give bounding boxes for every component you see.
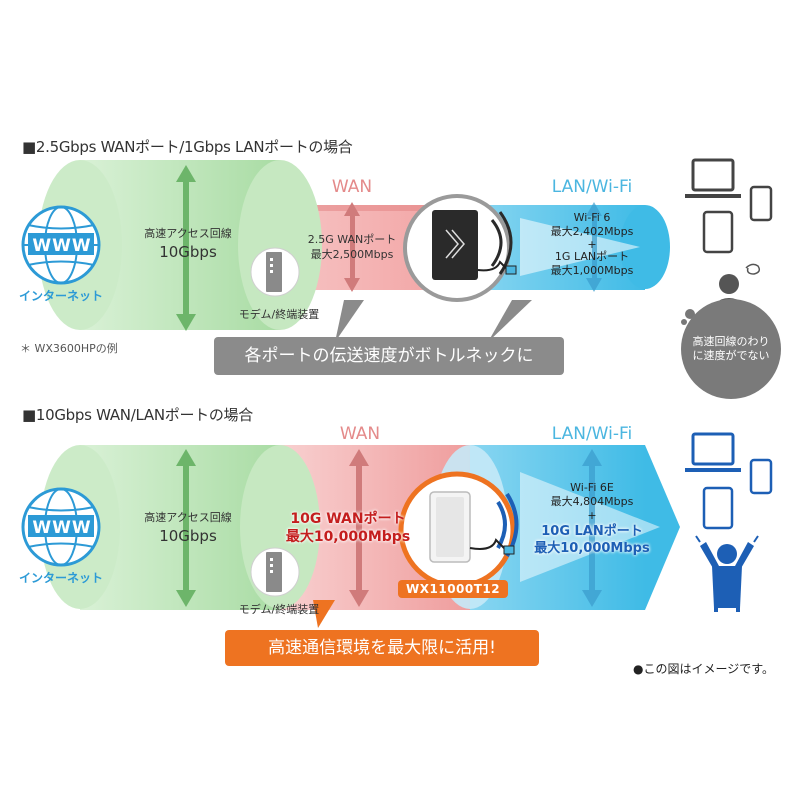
section1-lan-port-label: 1G LANポート <box>554 250 630 263</box>
section1-phone-icon <box>749 185 773 222</box>
section1-green-arrow <box>176 165 196 331</box>
section2-plus: + <box>587 509 597 522</box>
section2-wan-port-label: 10G WANポート <box>290 511 406 527</box>
section2-modem-icon <box>250 547 300 597</box>
section2-lan-port-label: 10G LANポート <box>541 524 643 539</box>
section2-wifi-label: Wi-Fi 6E <box>570 481 614 494</box>
section1-wan-port-speed: 最大2,500Mbps <box>310 248 394 261</box>
section1-footnote: ＊ WX3600HPの例 <box>20 342 118 355</box>
section1-thought-bubble-bg <box>681 299 781 399</box>
section2-lan-port-speed: 最大10,000Mbps <box>534 541 650 556</box>
section1-bottleneck-callout: 各ポートの伝送速度がボトルネックに <box>214 337 564 375</box>
section1-lan-port-speed: 最大1,000Mbps <box>550 264 634 277</box>
section2-wifi-speed: 最大4,804Mbps <box>550 495 634 508</box>
section1-wan-port-label: 2.5G WANポート <box>307 233 397 246</box>
section2-wan-port-speed: 最大10,000Mbps <box>285 529 411 545</box>
section2-wan-header: WAN <box>339 424 381 444</box>
section2-happy-user-icon <box>695 535 759 612</box>
section1-laptop-icon <box>685 158 741 198</box>
section2-title: ■10Gbps WAN/LANポートの場合 <box>22 406 253 424</box>
section1-www-label: WWW <box>32 236 92 256</box>
section2-maximize-callout: 高速通信環境を最大限に活用! <box>225 630 539 666</box>
section1-thought-bubble: 高速回線のわりに速度がでない <box>681 310 781 388</box>
section1-tablet-icon <box>702 210 734 254</box>
section1-wan-header: WAN <box>331 177 373 197</box>
callout-pointer-orange <box>313 600 335 628</box>
section2-modem-label: モデム/終端装置 <box>238 603 320 616</box>
disclaimer-note: ●この図はイメージです。 <box>633 662 775 676</box>
section1-title: ■2.5Gbps WANポート/1Gbps LANポートの場合 <box>22 138 353 156</box>
section1-line-speed: 10Gbps <box>159 243 217 261</box>
section1-router-image <box>403 194 517 302</box>
section1-modem-icon <box>250 247 300 297</box>
section2-lan-header: LAN/Wi-Fi <box>551 424 633 444</box>
section2-line-speed: 10Gbps <box>159 527 217 545</box>
section1-plus: + <box>587 238 597 251</box>
section2-green-arrow <box>176 449 196 607</box>
section1-red-arrow <box>344 202 360 292</box>
section1-wifi-speed: 最大2,402Mbps <box>550 225 634 238</box>
section2-internet-label: インターネット <box>18 571 103 585</box>
section2-red-arrow <box>349 449 369 607</box>
section2-laptop-icon <box>685 432 741 472</box>
section2-www-label: WWW <box>32 518 92 538</box>
callout-pointer-wan <box>335 300 364 342</box>
section1-blue-arrow <box>586 202 602 292</box>
section2-phone-icon <box>749 458 773 495</box>
callout-pointer-lan <box>488 300 532 342</box>
section2-model-badge: WX11000T12 <box>398 580 509 598</box>
section1-lan-header: LAN/Wi-Fi <box>551 177 633 197</box>
section1-globe-icon <box>21 205 101 285</box>
section1-bubble-text: 高速回線のわりに速度がでない <box>692 335 770 362</box>
section2-tablet-icon <box>702 486 734 530</box>
section1-line-label: 高速アクセス回線 <box>144 227 232 240</box>
section2-globe-icon <box>21 487 101 567</box>
section1-wifi-label: Wi-Fi 6 <box>573 211 611 224</box>
section2-line-label: 高速アクセス回線 <box>144 511 232 524</box>
section2-blue-arrow <box>582 449 602 607</box>
section1-internet-label: インターネット <box>18 289 103 303</box>
section2-router-image <box>398 471 519 589</box>
section1-modem-label: モデム/終端装置 <box>238 308 320 321</box>
